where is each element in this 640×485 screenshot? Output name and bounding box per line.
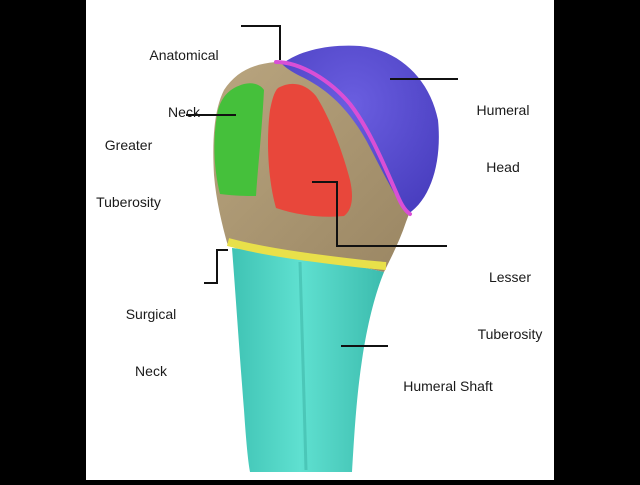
leader-lesser-tuberosity xyxy=(312,181,447,247)
label-humeral-head-line1: Humeral xyxy=(476,102,530,118)
label-greater-tuberosity-line2: Tuberosity xyxy=(96,194,161,210)
leader-surgical-neck xyxy=(204,249,228,284)
label-anatomical-neck-line2: Neck xyxy=(168,104,200,120)
left-black-frame xyxy=(0,0,86,480)
label-surgical-neck: Surgical Neck xyxy=(113,267,189,419)
label-greater-tuberosity: Greater Tuberosity xyxy=(86,98,171,250)
label-surgical-neck-line2: Neck xyxy=(135,363,167,379)
label-anatomical-neck-line1: Anatomical xyxy=(149,47,219,63)
leader-anatomical-neck xyxy=(241,25,281,60)
label-greater-tuberosity-line1: Greater xyxy=(104,137,153,153)
label-lesser-tuberosity-line1: Lesser xyxy=(488,269,532,285)
humeral-shaft xyxy=(232,248,384,472)
label-humeral-head: Humeral Head xyxy=(463,63,543,215)
shaft-ridge xyxy=(298,261,308,471)
anatomical-neck-line xyxy=(274,60,412,216)
label-lesser-tuberosity: Lesser Tuberosity xyxy=(469,230,551,382)
label-surgical-neck-line1: Surgical xyxy=(125,306,177,322)
right-black-frame xyxy=(554,0,640,480)
label-humeral-head-line2: Head xyxy=(486,159,520,175)
label-lesser-tuberosity-line2: Tuberosity xyxy=(477,326,543,342)
humeral-head xyxy=(282,45,439,214)
lesser-tuberosity-region xyxy=(268,83,352,217)
label-humeral-shaft: Humeral Shaft xyxy=(392,339,504,434)
label-humeral-shaft-line1: Humeral Shaft xyxy=(403,378,493,394)
label-anatomical-neck: Anatomical Neck xyxy=(134,8,234,160)
surgical-neck-band xyxy=(226,238,387,270)
greater-tuberosity-region xyxy=(214,83,264,196)
